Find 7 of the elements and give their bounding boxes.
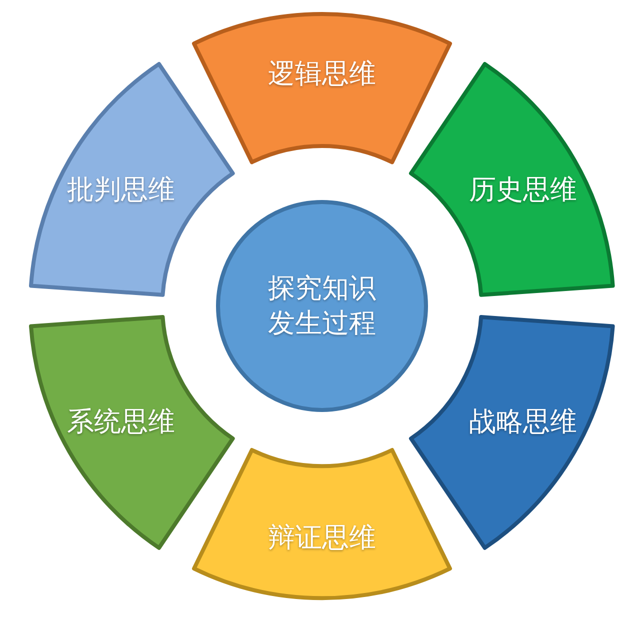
segment-label: 战略思维 — [468, 405, 577, 440]
segment-label: 辩证思维 — [268, 521, 376, 556]
segment-label: 历史思维 — [468, 173, 577, 208]
segment-label: 逻辑思维 — [268, 57, 376, 92]
center-label: 探究知识发生过程 — [267, 272, 377, 341]
segment-label: 批判思维 — [67, 173, 176, 208]
segment-label: 系统思维 — [67, 405, 176, 440]
